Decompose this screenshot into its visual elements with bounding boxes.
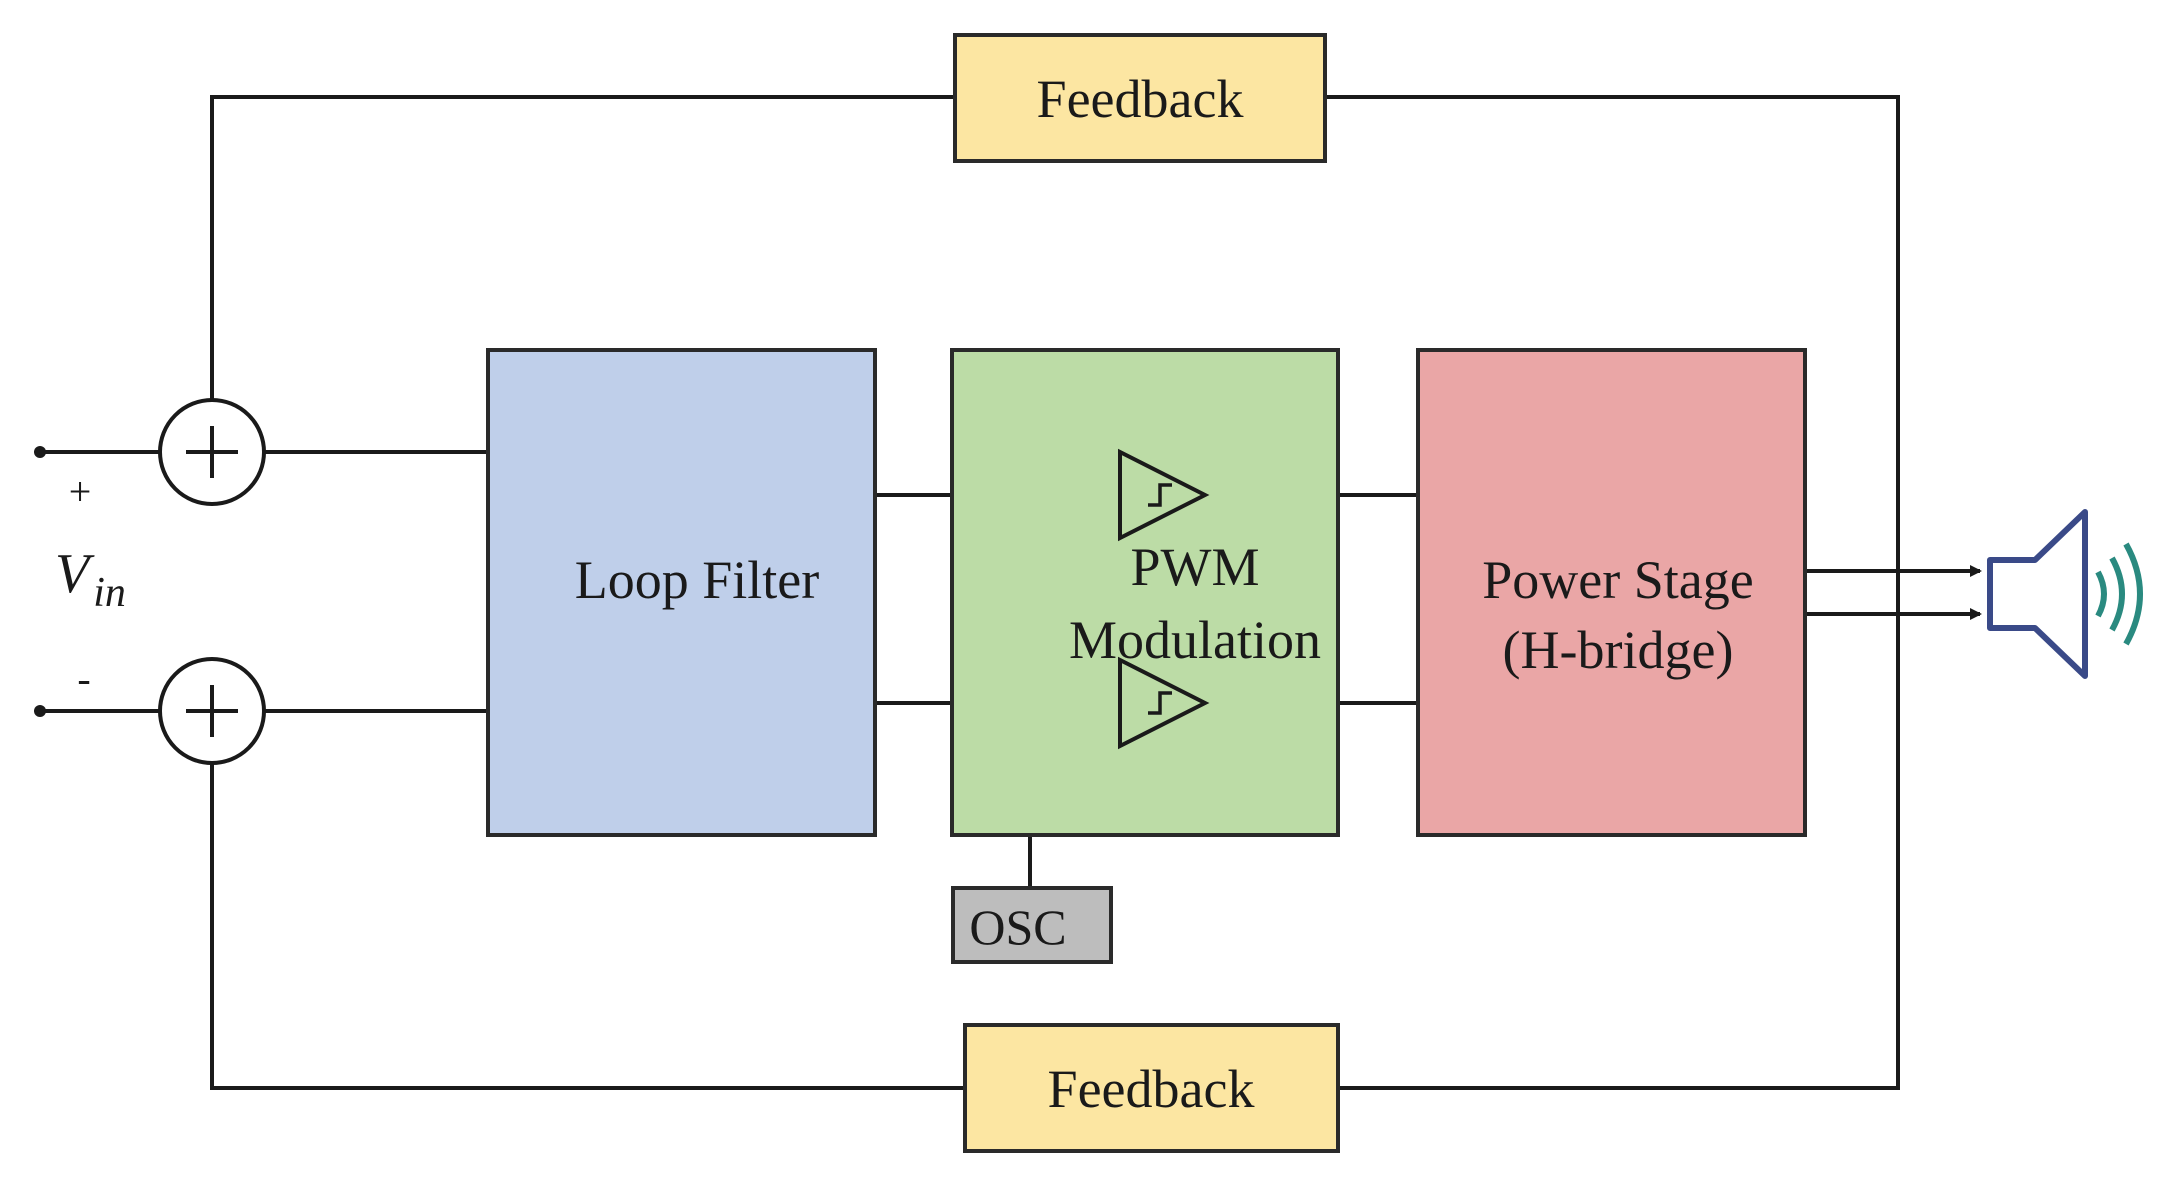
osc-label: OSC	[969, 899, 1066, 955]
input-minus-sign: -	[77, 656, 90, 701]
feedback-bottom-box	[963, 1023, 1340, 1153]
vin-label: Vin	[55, 543, 126, 616]
feedback-bottom-loop-wire	[210, 764, 965, 1090]
power-stage-block: Power Stage (H-bridge)	[1416, 348, 1807, 837]
input-plus-terminal	[34, 446, 46, 458]
feedback-top-box	[953, 33, 1327, 163]
pwm-label-line1: PWM	[1130, 537, 1259, 597]
speaker-icon	[1987, 509, 2143, 679]
power-stage-box	[1416, 348, 1807, 837]
loop-filter-block: Loop Filter	[486, 348, 877, 837]
vin-subscript: in	[93, 570, 126, 616]
feedback-bottom-label: Feedback	[1048, 1059, 1255, 1119]
pwm-modulation-block: PWM Modulation	[950, 348, 1340, 837]
loop-filter-label: Loop Filter	[575, 550, 819, 610]
pwm-label-line2: Modulation	[1069, 610, 1321, 670]
osc-box	[951, 886, 1113, 964]
vin-symbol: V	[55, 543, 95, 605]
osc-block: OSC	[951, 886, 1113, 964]
input-plus-sign: +	[69, 469, 92, 514]
summing-junction-top-icon	[158, 398, 266, 506]
feedback-top-loop-wire	[210, 95, 955, 400]
feedback-top-block: Feedback	[953, 33, 1327, 163]
summing-junction-bottom-icon	[158, 657, 266, 765]
feedback-top-label: Feedback	[1037, 69, 1244, 129]
power-stage-label-line1: Power Stage	[1482, 550, 1753, 610]
input-minus-terminal	[34, 705, 46, 717]
pwm-modulation-box	[950, 348, 1340, 837]
feedback-bottom-block: Feedback	[963, 1023, 1340, 1153]
comparator-top-icon	[1118, 448, 1210, 542]
loop-filter-box	[486, 348, 877, 837]
comparator-bottom-icon	[1118, 656, 1210, 750]
feedback-top-return-wire	[1325, 95, 1900, 1090]
power-stage-label-line2: (H-bridge)	[1503, 620, 1734, 680]
